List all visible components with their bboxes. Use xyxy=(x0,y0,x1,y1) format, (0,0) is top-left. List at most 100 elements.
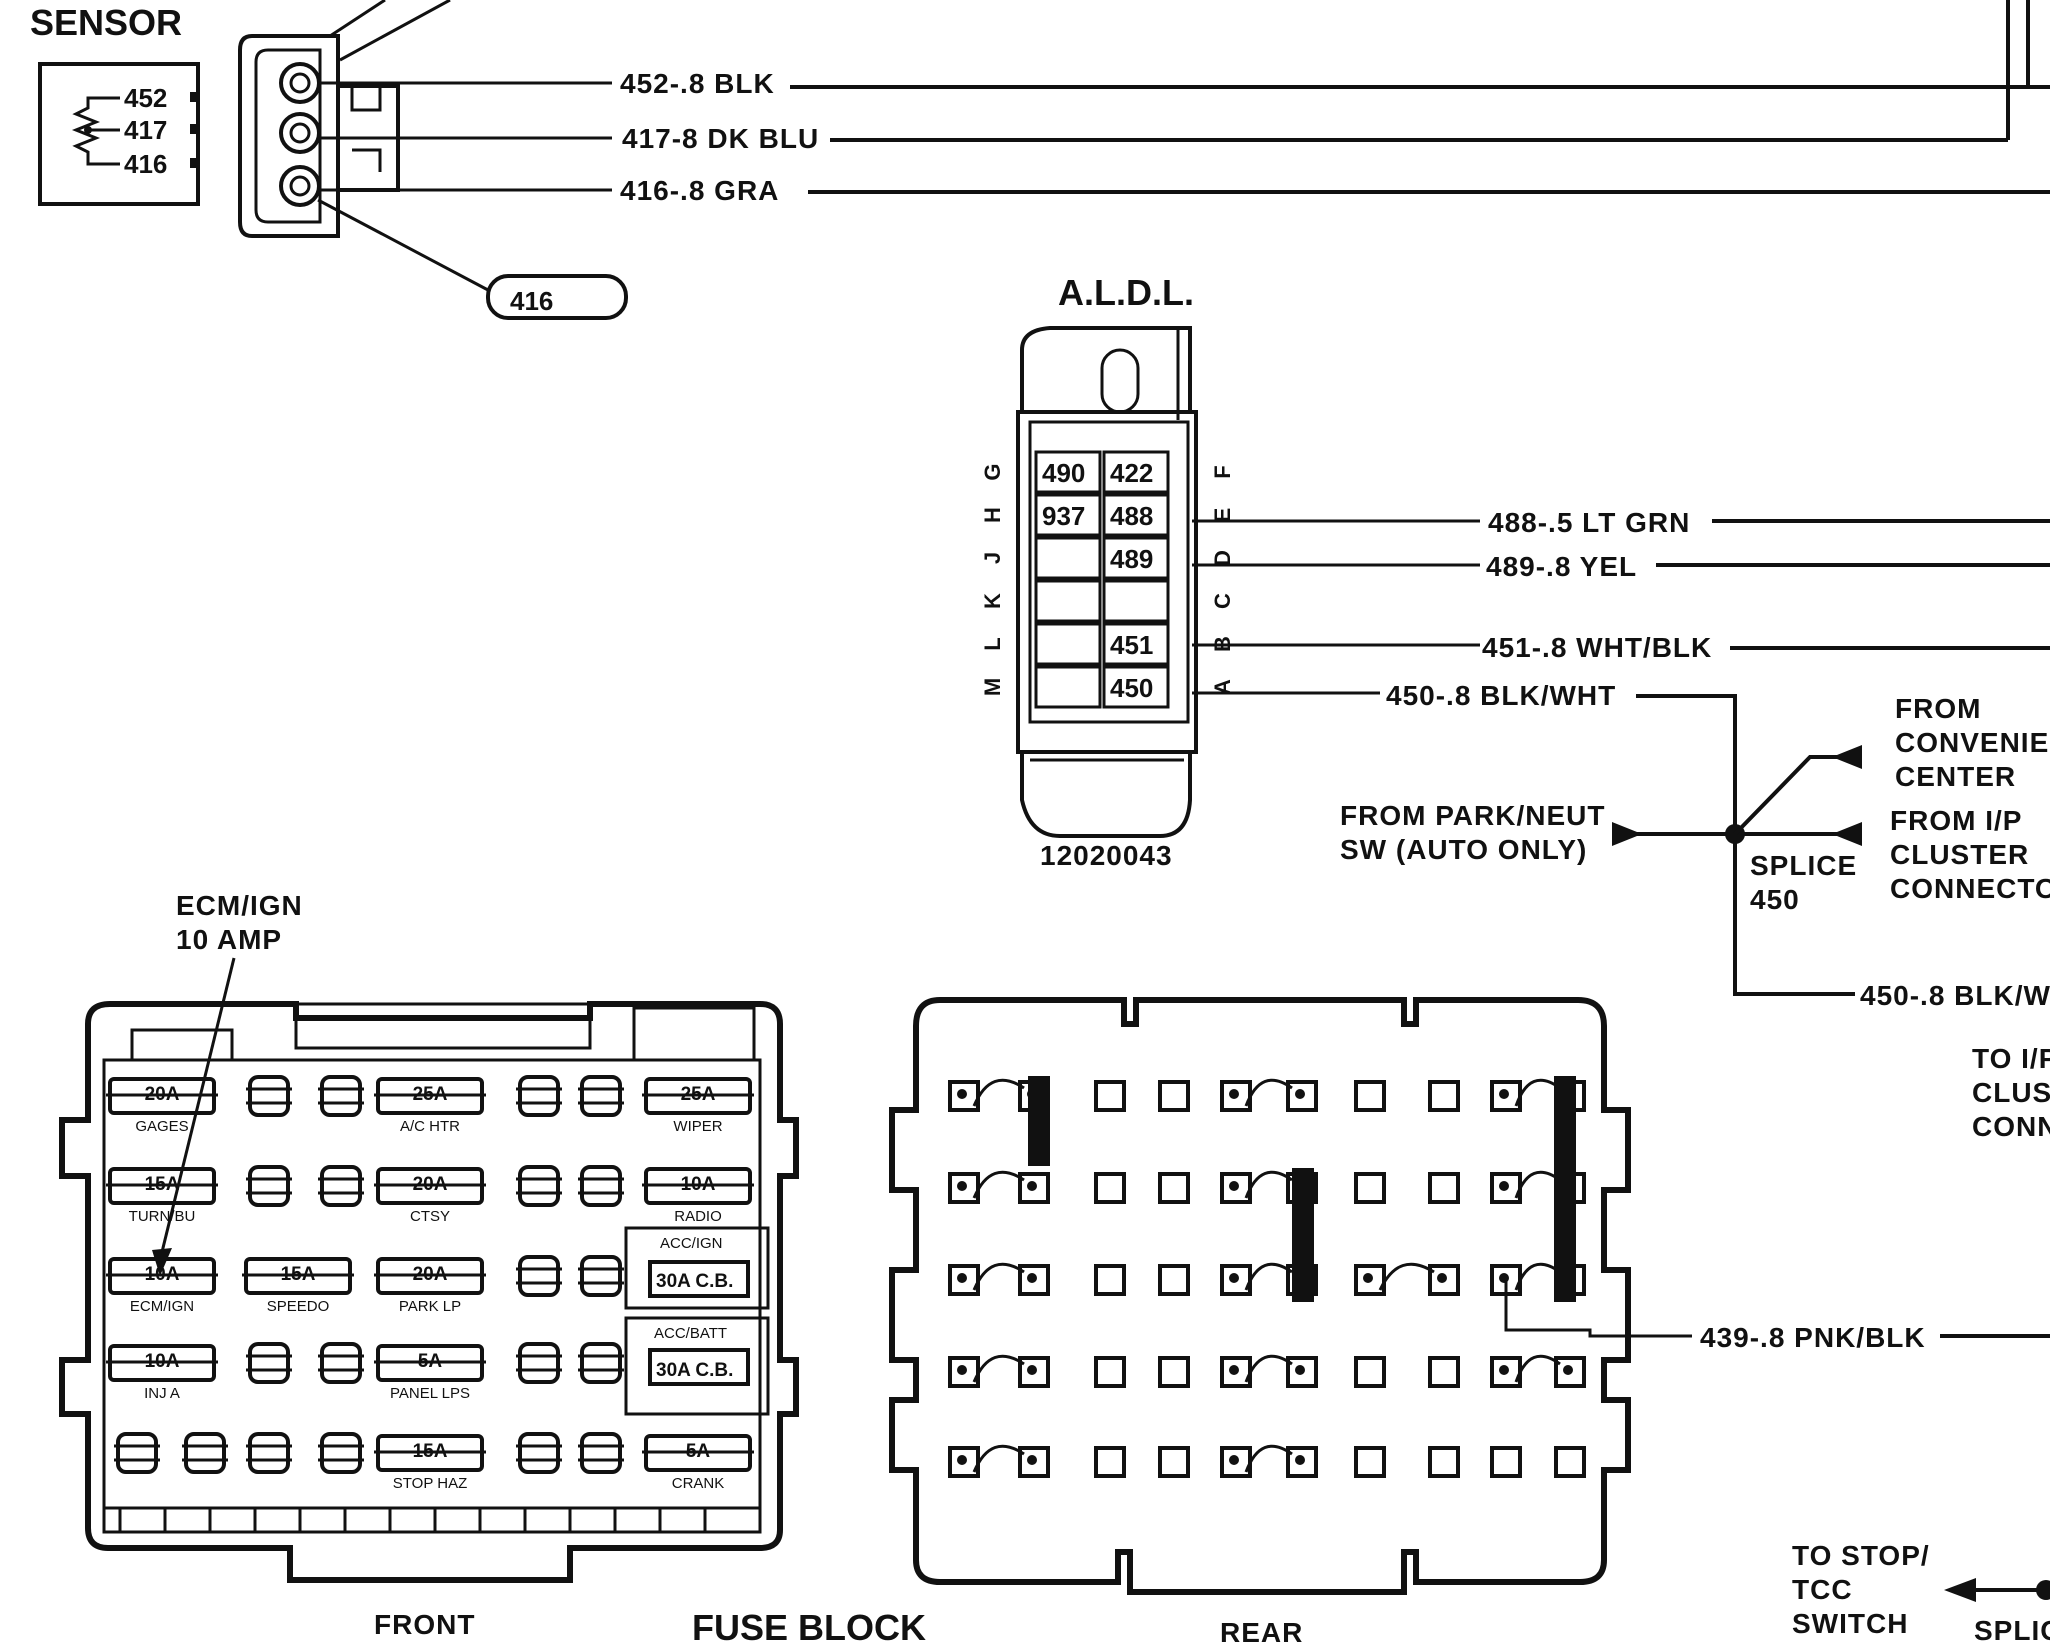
sensor-terminal-416: 416 xyxy=(124,149,167,179)
ecm-callout-line1: ECM/IGN xyxy=(176,890,303,921)
empty-fuse-slot xyxy=(580,1342,622,1384)
rear-cavity xyxy=(1094,1080,1126,1112)
rear-cavity xyxy=(1286,1446,1318,1478)
rear-jumper xyxy=(1244,1444,1293,1473)
fuse-name: SPEEDO xyxy=(267,1298,330,1315)
rear-cavity xyxy=(1428,1264,1460,1296)
fuse-rating: 5A xyxy=(686,1441,711,1462)
rear-cavity xyxy=(1158,1264,1190,1296)
sensor-callout-box xyxy=(486,274,628,320)
aldl-title: A.L.D.L. xyxy=(1058,272,1194,313)
aldl-wires: 488-.5 LT GRN 489-.8 YEL 451-.8 WHT/BLK … xyxy=(1192,507,2050,996)
rear-cavity xyxy=(1354,1080,1386,1112)
aldl-cavity-number: 489 xyxy=(1110,544,1153,574)
rear-cavity xyxy=(1428,1080,1460,1112)
aldl-cavity xyxy=(1034,450,1102,494)
aldl-cavity xyxy=(1034,622,1102,666)
aldl-pin-letter: D xyxy=(1210,550,1235,566)
fuse-rating: 15A xyxy=(145,1174,180,1195)
empty-fuse-slot xyxy=(518,1165,560,1207)
empty-fuse-slot xyxy=(320,1342,362,1384)
wire-451-label: 451-.8 WHT/BLK xyxy=(1482,632,1712,663)
empty-fuse-slot xyxy=(248,1342,290,1384)
aldl-pin-letter: L xyxy=(980,637,1005,650)
empty-fuse-slot xyxy=(580,1255,622,1297)
rear-cavity xyxy=(1094,1264,1126,1296)
aldl-cavity xyxy=(1034,579,1102,623)
aldl-cavity-number: 451 xyxy=(1110,630,1153,660)
rear-jumper xyxy=(1514,1078,1561,1107)
front-label: FRONT xyxy=(374,1609,475,1640)
sensor-connector: 416 xyxy=(238,0,628,320)
rear-cavity xyxy=(1286,1356,1318,1388)
sensor-title: SENSOR xyxy=(30,2,182,43)
empty-fuse-slot xyxy=(320,1432,362,1474)
fuse-rating: 20A xyxy=(413,1174,448,1195)
rear-jumper xyxy=(972,1078,1025,1107)
from-convenience-line2: CONVENIEN xyxy=(1895,727,2050,758)
aldl-cavity xyxy=(1102,665,1170,709)
breaker-box-1 xyxy=(624,1226,770,1310)
fuse-rating: 10A xyxy=(145,1264,180,1285)
ecm-callout-line2: 10 AMP xyxy=(176,924,282,955)
aldl-pin-letter: G xyxy=(980,463,1005,480)
empty-fuse-slot xyxy=(320,1165,362,1207)
sensor-group: SENSOR 452 417 416 xyxy=(30,2,200,206)
from-convenience-line3: CENTER xyxy=(1895,761,2016,792)
wire-452-label: 452-.8 BLK xyxy=(620,68,775,99)
rear-cavity xyxy=(1018,1446,1050,1478)
fuse-rating: 15A xyxy=(281,1264,316,1285)
aldl-cavity xyxy=(1034,665,1102,709)
wire-416-label: 416-.8 GRA xyxy=(620,175,779,206)
rear-cavity xyxy=(1354,1356,1386,1388)
rear-jumper xyxy=(1514,1170,1561,1199)
rear-cavity xyxy=(1158,1172,1190,1204)
wire-489-label: 489-.8 YEL xyxy=(1486,551,1637,582)
from-park-line2: SW (AUTO ONLY) xyxy=(1340,834,1587,865)
fuse-name: A/C HTR xyxy=(400,1118,460,1135)
sensor-terminal-452: 452 xyxy=(124,83,167,113)
fuse-rating: 5A xyxy=(418,1351,443,1372)
rear-jumper xyxy=(972,1262,1025,1291)
rear-cavity xyxy=(1286,1080,1318,1112)
sensor-wiper-dot xyxy=(84,126,92,134)
rear-jumper xyxy=(1244,1170,1293,1199)
breaker-1-rating: 30A C.B. xyxy=(656,1271,733,1292)
empty-fuse-slot xyxy=(116,1432,158,1474)
empty-fuse-slot xyxy=(184,1432,226,1474)
from-ip-line3: CONNECTO xyxy=(1890,873,2050,904)
aldl-pin-letter: K xyxy=(980,593,1005,609)
empty-fuse-slot xyxy=(518,1342,560,1384)
rear-cavity xyxy=(1094,1172,1126,1204)
breaker-box-2 xyxy=(624,1316,770,1416)
wire-450-out-label: 450-.8 BLK/W xyxy=(1860,980,2050,1011)
breaker-2-header: ACC/BATT xyxy=(654,1325,727,1342)
splice-label-line2: 450 xyxy=(1750,884,1800,915)
empty-fuse-slot xyxy=(518,1255,560,1297)
from-convenience-line1: FROM xyxy=(1895,693,1981,724)
fuse-name: WIPER xyxy=(673,1118,722,1135)
rear-cavity xyxy=(1428,1172,1460,1204)
empty-fuse-slot xyxy=(580,1432,622,1474)
fuse-rating: 10A xyxy=(681,1174,716,1195)
fuse-name: CRANK xyxy=(672,1475,725,1492)
rear-cavity xyxy=(1490,1446,1522,1478)
aldl-pin-letter: J xyxy=(980,552,1005,564)
sensor-terminal-417: 417 xyxy=(124,115,167,145)
fuse-name: GAGES xyxy=(135,1118,188,1135)
aldl-pin-letter: M xyxy=(980,678,1005,696)
rear-cavity xyxy=(1354,1172,1386,1204)
breaker-2-rating: 30A C.B. xyxy=(656,1360,733,1381)
empty-fuse-slot xyxy=(580,1165,622,1207)
fuse-name: TURN/BU xyxy=(129,1208,196,1225)
aldl-pin-letter: A xyxy=(1210,679,1235,695)
rear-jumper xyxy=(972,1170,1025,1199)
wire-488-label: 488-.5 LT GRN xyxy=(1488,507,1690,538)
empty-fuse-slot xyxy=(518,1075,560,1117)
to-stop-line1: TO STOP/ xyxy=(1792,1540,1930,1571)
rear-cavity xyxy=(1158,1080,1190,1112)
rear-jumper xyxy=(1514,1354,1561,1383)
